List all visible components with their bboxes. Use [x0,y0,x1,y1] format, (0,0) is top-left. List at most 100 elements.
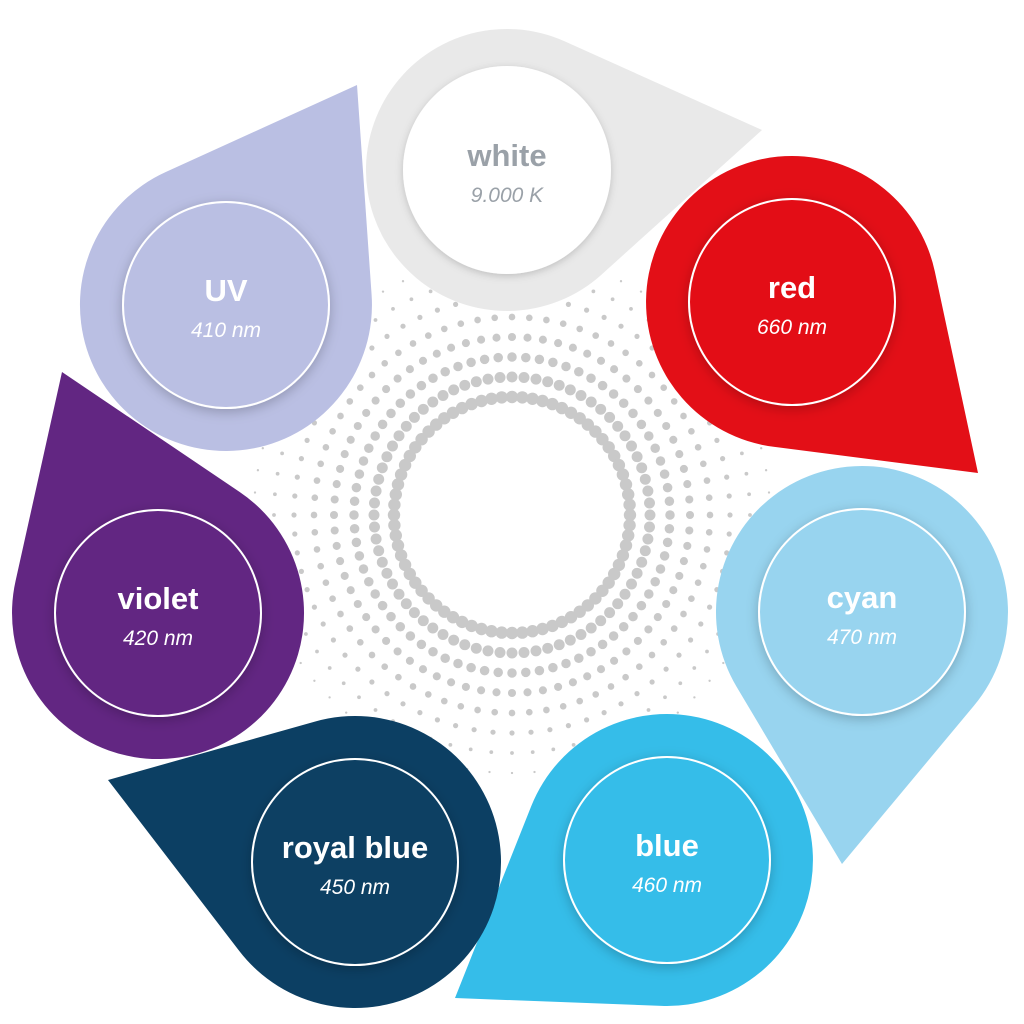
center-dot [698,621,704,627]
center-dot [393,430,405,442]
center-dot [554,339,563,348]
center-dot [644,521,655,533]
center-dot [448,743,453,747]
center-dot [389,529,402,542]
center-dot [434,717,440,723]
center-dot [653,613,662,622]
center-dot [492,333,501,342]
center-dot [685,510,695,520]
center-dot [726,493,732,499]
center-dot [680,610,687,618]
center-dot [461,682,470,691]
center-dot [525,708,533,716]
center-dot [662,599,671,609]
center-dot [601,314,607,320]
center-dot [635,359,643,367]
center-dot [437,629,449,640]
center-dot [474,706,481,714]
center-dot [619,478,633,491]
center-dot [610,297,615,302]
center-dot [688,595,695,603]
center-dot [596,356,606,365]
center-dot [475,394,488,408]
center-dot [354,551,365,561]
center-dot [699,562,707,570]
center-dot [364,577,374,587]
center-dot [401,280,405,283]
center-dot [536,622,549,636]
center-dot [475,622,488,636]
center-dot [685,526,694,535]
center-dot [619,430,631,442]
center-dot [576,697,584,705]
center-dot [440,653,450,663]
center-dot [470,376,482,388]
center-dot [555,615,569,629]
center-dot [370,431,380,441]
center-dot [311,604,317,610]
segment-value-red: 660 nm [757,316,827,339]
segment-label-violet: violet [118,581,199,616]
center-dot [466,357,476,368]
center-dot [665,510,675,520]
center-dot [461,339,470,348]
center-dot [727,512,733,518]
center-dot [631,451,643,463]
center-dot [400,701,406,707]
center-dot [369,497,380,509]
center-dot [362,613,371,622]
center-dot [538,686,547,695]
center-dot [530,750,535,754]
center-dot [523,333,532,342]
center-dot [432,349,441,358]
center-dot [675,571,684,580]
center-dot [534,665,545,676]
center-dot [644,497,655,509]
center-dot [639,545,651,557]
center-dot [642,485,654,497]
center-dot [546,619,559,633]
center-dot [507,668,517,678]
center-dot [622,647,631,656]
center-dot [395,398,406,409]
center-dot [561,361,571,372]
center-dot [440,697,448,705]
center-dot [382,636,391,645]
center-dot [518,647,530,658]
center-dot [607,683,615,690]
segment-inner-circle-blue [563,756,771,964]
center-dot [595,403,607,415]
center-dot [394,549,408,562]
center-dot [376,556,388,568]
center-dot [329,510,339,520]
center-dot [489,750,494,754]
center-dot [418,356,428,365]
center-dot [670,625,678,632]
center-dot [256,469,260,472]
center-dot [381,451,393,463]
center-dot [622,529,635,542]
center-dot [358,456,369,466]
center-dot [393,647,402,656]
center-dot [608,449,621,463]
center-dot [313,546,321,553]
center-dot [298,568,304,575]
center-dot [384,333,390,339]
center-dot [488,770,491,774]
center-dot [346,435,355,444]
center-dot [470,642,482,654]
center-dot [447,678,456,687]
center-dot [635,663,643,671]
center-dot [261,447,264,450]
center-dot [642,533,654,545]
center-dot [516,626,529,639]
center-dot [694,579,702,587]
center-dot [369,521,380,533]
center-dot [424,691,432,698]
center-dot [509,730,515,736]
center-dot [381,359,389,367]
center-dot [634,333,640,339]
center-dot [405,631,416,641]
